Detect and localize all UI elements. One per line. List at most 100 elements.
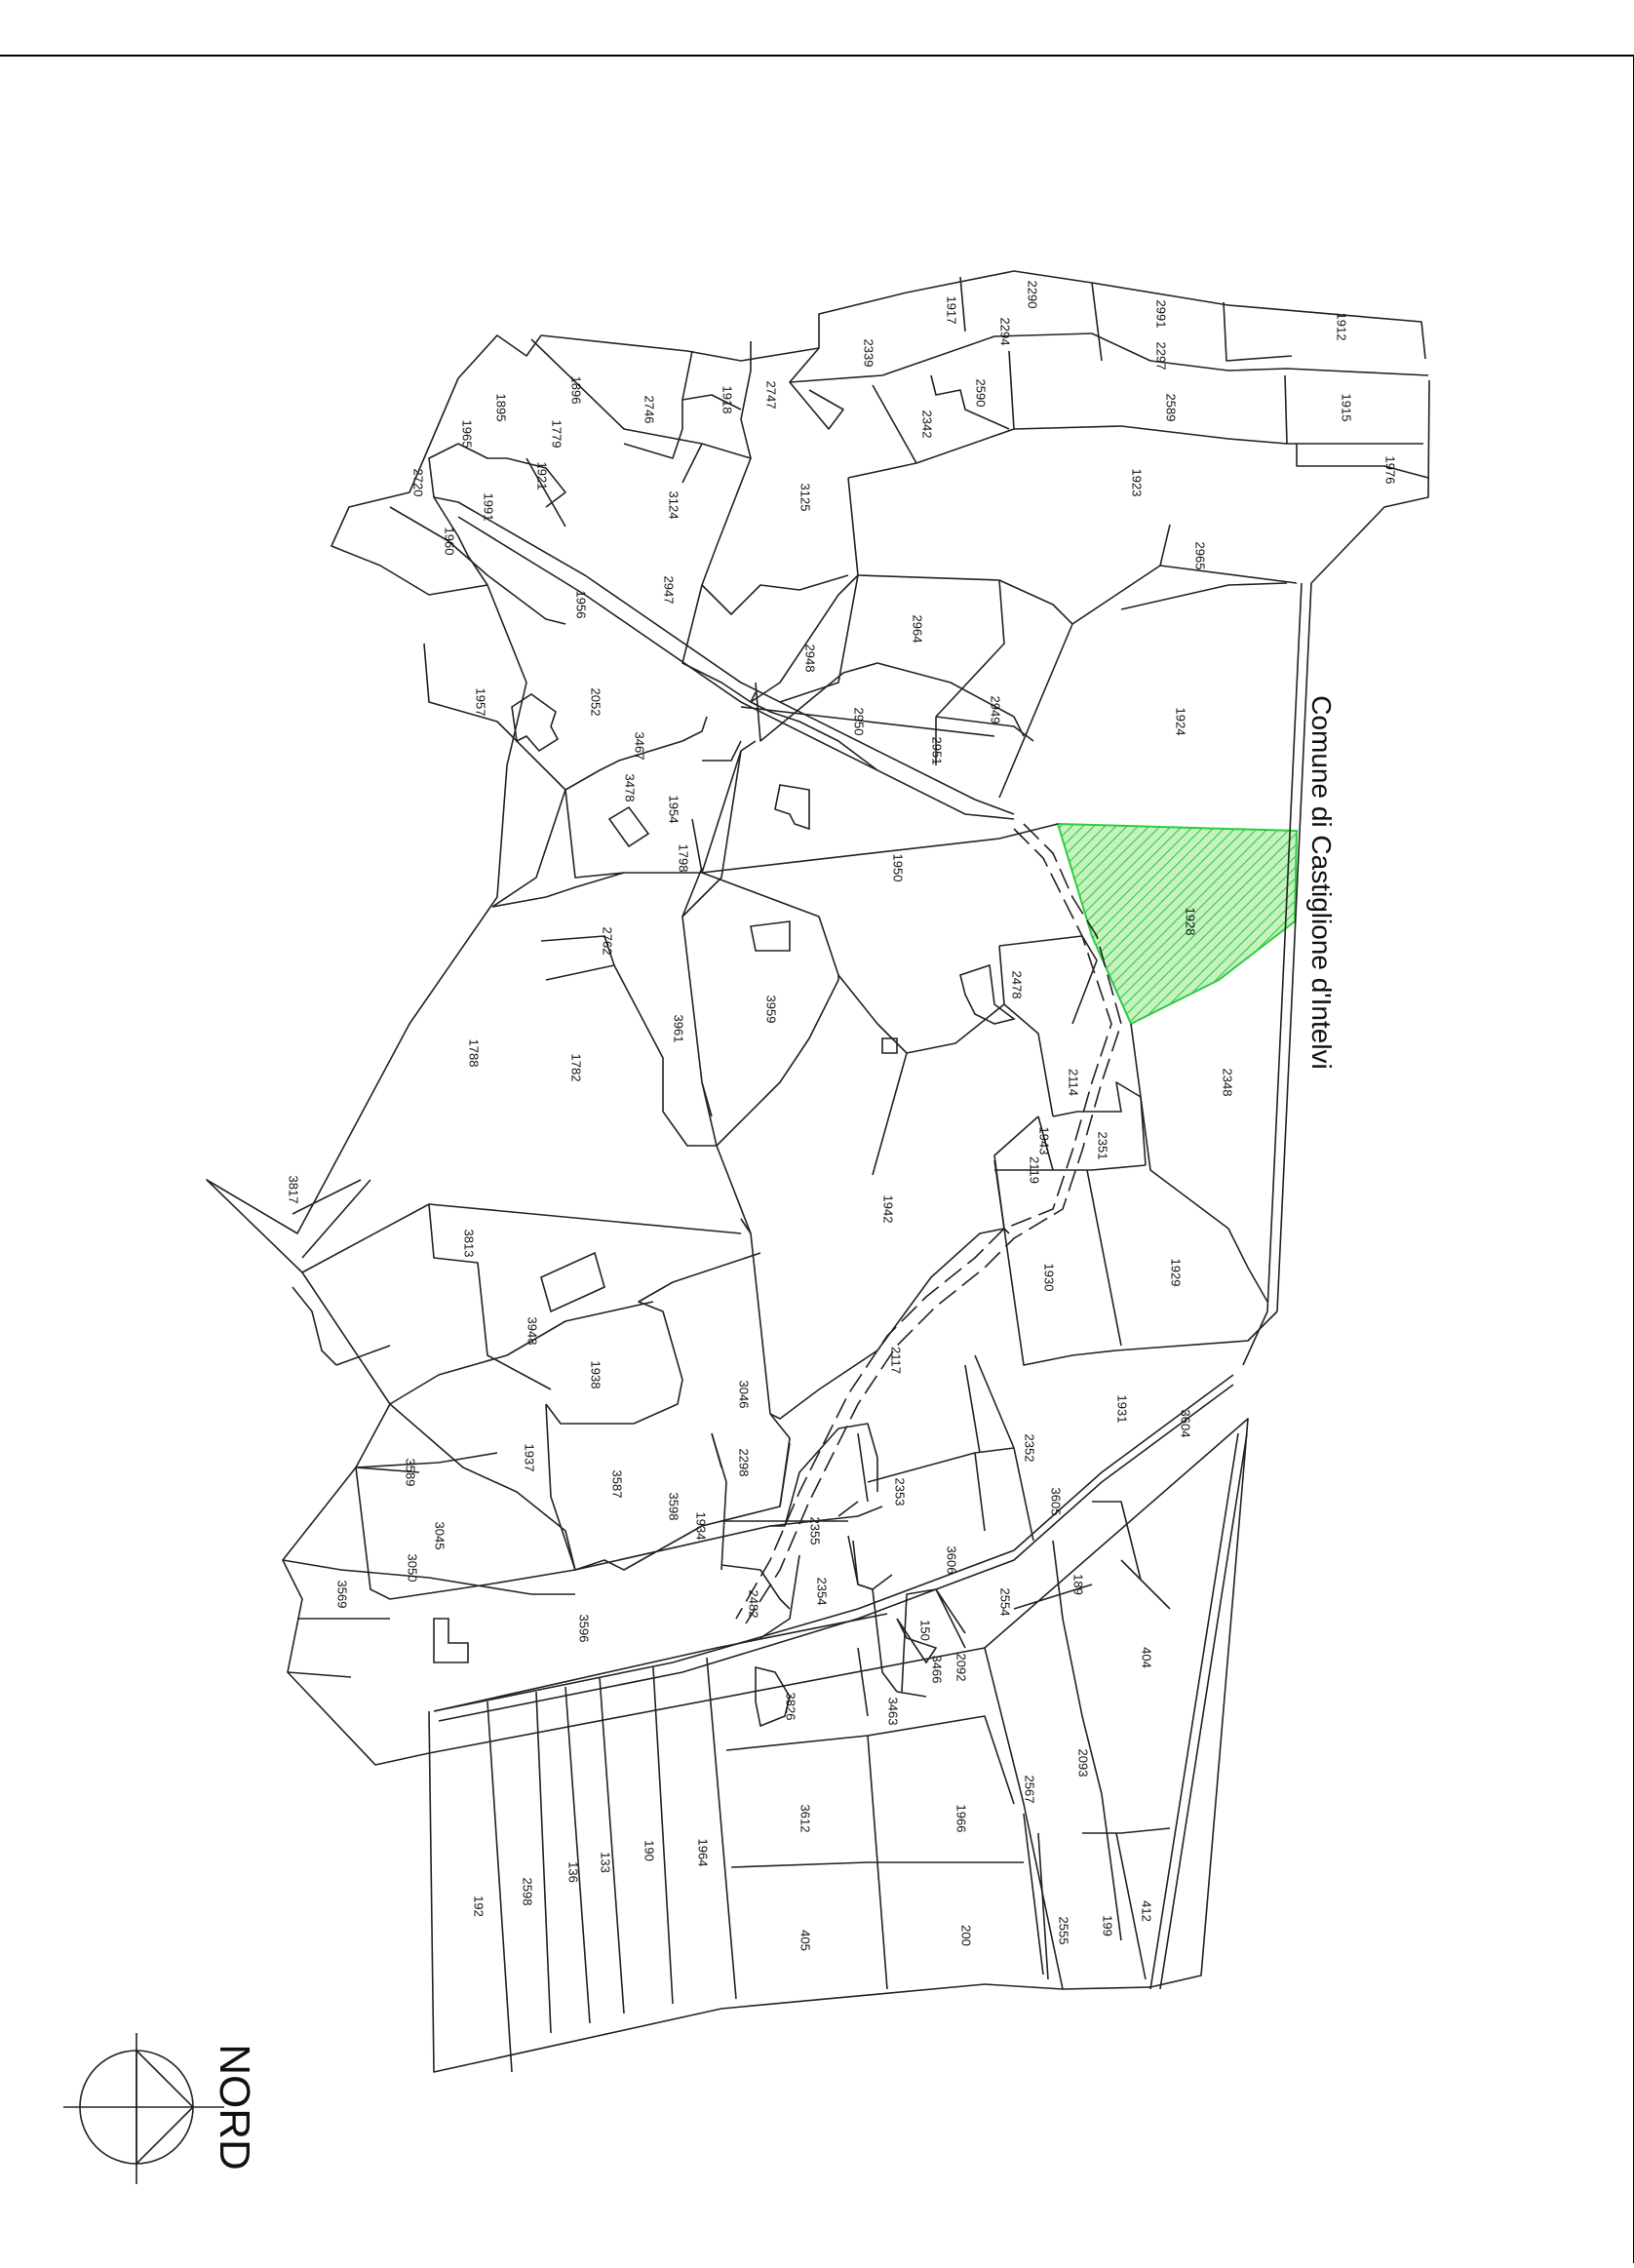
parcel-label-3596: 3596 (577, 1615, 592, 1643)
parcel-label-3959: 3959 (764, 996, 779, 1024)
parcel-label-1943: 1943 (1037, 1127, 1052, 1155)
parcel-label-2567: 2567 (1023, 1776, 1037, 1804)
parcel-label-1991: 1991 (482, 493, 496, 522)
parcel-label-2762: 2762 (601, 927, 615, 956)
parcel-label-200: 200 (959, 1925, 974, 1946)
parcel-label-3569: 3569 (335, 1581, 350, 1609)
parcel-label-2720: 2720 (411, 469, 426, 497)
parcel-label-2294: 2294 (998, 318, 1013, 346)
parcel-label-2117: 2117 (889, 1347, 904, 1374)
parcel-label-3046: 3046 (737, 1381, 752, 1409)
parcel-label-1976: 1976 (1383, 456, 1398, 485)
parcel-label-2114: 2114 (1067, 1069, 1081, 1096)
parcel-label-3826: 3826 (784, 1693, 798, 1721)
parcel-label-3467: 3467 (633, 732, 647, 761)
parcel-label-1921: 1921 (535, 462, 550, 490)
parcel-label-1934: 1934 (694, 1512, 709, 1541)
parcel-label-3604: 3604 (1179, 1410, 1193, 1438)
parcel-boundaries (206, 270, 1430, 2073)
parcel-label-2354: 2354 (815, 1578, 830, 1606)
parcel-label-3124: 3124 (667, 491, 681, 520)
parcel-label-1779: 1779 (550, 420, 564, 449)
parcel-label-2555: 2555 (1057, 1917, 1071, 1945)
parcel-label-1782: 1782 (569, 1054, 584, 1082)
parcel-label-1954: 1954 (667, 796, 681, 824)
parcel-label-1915: 1915 (1340, 394, 1354, 422)
parcel-label-2351: 2351 (1096, 1132, 1110, 1160)
parcel-label-2598: 2598 (521, 1878, 535, 1906)
parcel-label-136: 136 (566, 1861, 581, 1883)
parcel-label-1912: 1912 (1335, 313, 1349, 341)
parcel-label-1950: 1950 (891, 854, 906, 882)
parcel-label-1924: 1924 (1174, 708, 1188, 736)
parcel-label-3598: 3598 (667, 1493, 681, 1521)
parcel-label-1964: 1964 (696, 1839, 711, 1867)
parcel-label-189: 189 (1071, 1574, 1086, 1595)
parcel-label-192: 192 (472, 1896, 486, 1917)
parcel-label-2590: 2590 (974, 379, 989, 408)
parcel-label-3605: 3605 (1049, 1488, 1064, 1516)
parcel-label-2482: 2482 (747, 1590, 761, 1619)
parcel-label-1918: 1918 (720, 386, 735, 414)
parcel-label-2290: 2290 (1026, 281, 1040, 309)
parcel-label-3050: 3050 (406, 1554, 420, 1583)
parcel-label-2991: 2991 (1154, 300, 1169, 329)
parcel-label-1928: 1928 (1184, 908, 1198, 936)
parcel-label-2342: 2342 (920, 411, 935, 439)
parcel-label-3606: 3606 (945, 1546, 959, 1575)
parcel-label-199: 199 (1101, 1915, 1115, 1936)
parcel-label-2478: 2478 (1010, 971, 1025, 999)
parcel-label-3813: 3813 (462, 1230, 477, 1258)
municipality-label: Comune di Castiglione d'Intelvi (1306, 695, 1337, 1070)
parcel-label-3961: 3961 (672, 1015, 686, 1043)
parcel-label-412: 412 (1140, 1900, 1154, 1922)
parcel-label-3478: 3478 (623, 774, 638, 802)
parcel-label-2297: 2297 (1154, 342, 1169, 371)
parcel-label-3612: 3612 (798, 1805, 813, 1833)
parcel-label-2353: 2353 (893, 1478, 908, 1506)
parcel-label-1938: 1938 (589, 1361, 603, 1389)
parcel-label-2746: 2746 (642, 396, 657, 424)
sheet-frame (0, 55, 1634, 2263)
parcel-label-3466: 3466 (930, 1656, 945, 1684)
parcel-label-2093: 2093 (1076, 1749, 1091, 1778)
parcel-label-1896: 1896 (569, 376, 584, 405)
parcel-label-2747: 2747 (764, 381, 779, 410)
parcel-label-1937: 1937 (523, 1444, 537, 1472)
parcel-label-1929: 1929 (1169, 1259, 1184, 1287)
parcel-label-2964: 2964 (911, 615, 925, 644)
parcel-label-150: 150 (918, 1620, 933, 1641)
north-label: NORD (211, 2044, 258, 2170)
parcel-label-1956: 1956 (574, 591, 589, 619)
parcel-label-1965: 1965 (460, 420, 475, 449)
parcel-label-1788: 1788 (467, 1039, 482, 1068)
parcel-label-1798: 1798 (677, 844, 691, 873)
parcel-label-2950: 2950 (852, 708, 867, 736)
parcel-label-3589: 3589 (404, 1459, 418, 1487)
parcel-label-133: 133 (599, 1852, 613, 1873)
parcel-label-3948: 3948 (525, 1317, 540, 1346)
parcel-label-2119: 2119 (1028, 1156, 1042, 1184)
parcel-label-1960: 1960 (443, 528, 457, 556)
parcel-label-2352: 2352 (1023, 1434, 1037, 1463)
parcel-label-1930: 1930 (1042, 1264, 1057, 1292)
parcel-label-1923: 1923 (1130, 469, 1145, 497)
parcel-label-2092: 2092 (954, 1654, 969, 1682)
parcel-label-3045: 3045 (433, 1522, 447, 1550)
north-arrow (63, 2033, 224, 2184)
parcel-label-3817: 3817 (287, 1176, 301, 1204)
parcel-label-2965: 2965 (1193, 542, 1208, 570)
parcel-label-2339: 2339 (862, 339, 876, 368)
parcel-label-2589: 2589 (1164, 394, 1179, 422)
parcel-label-1942: 1942 (881, 1195, 896, 1224)
parcel-label-2355: 2355 (808, 1517, 823, 1545)
parcel-label-2298: 2298 (737, 1449, 752, 1477)
parcel-1928-highlight[interactable] (1056, 822, 1299, 1026)
parcel-label-1917: 1917 (945, 296, 959, 325)
parcel-label-1895: 1895 (494, 394, 509, 422)
parcel-label-405: 405 (798, 1930, 813, 1951)
parcel-labels: 1912 2991 2290 1917 2297 2294 2339 1915 2589 2590… (287, 281, 1398, 1951)
parcel-label-3587: 3587 (610, 1470, 625, 1499)
